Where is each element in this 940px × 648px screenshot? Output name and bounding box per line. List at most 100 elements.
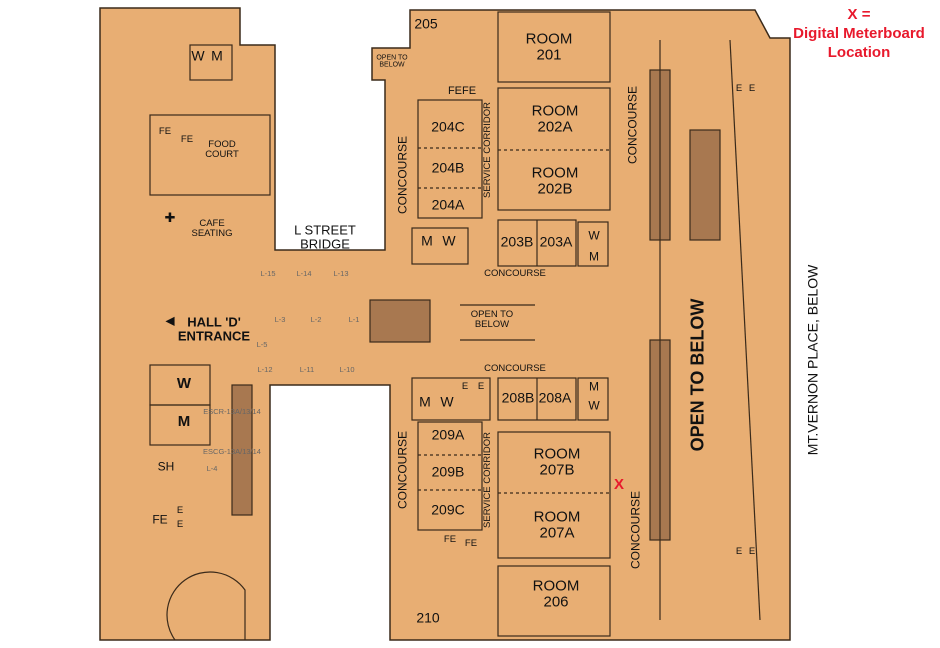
elevator: E	[477, 381, 485, 393]
elevator: E	[176, 519, 184, 531]
room-label: ROOM	[533, 445, 581, 463]
room-209a[interactable]: 209A	[431, 426, 465, 443]
legend-subtitle: Location	[827, 43, 891, 61]
label-line: COURT	[205, 149, 239, 160]
label-line: ENTRANCE	[177, 328, 251, 343]
meterboard-location-marker[interactable]: X	[613, 476, 625, 494]
womens-restroom[interactable]: W	[191, 47, 205, 64]
fire-extinguisher: FE	[158, 126, 172, 138]
lighting-l12: L-12	[257, 365, 273, 375]
lighting-l13: L-13	[333, 269, 349, 279]
label-line: HALL 'D'	[187, 314, 241, 330]
lighting-l5: L-5	[256, 340, 268, 350]
hall-d-entrance[interactable]: HALL 'D'ENTRANCE	[178, 315, 250, 342]
walls	[149, 11, 761, 641]
lighting-l4: L-4	[206, 464, 218, 474]
room-204c[interactable]: 204C	[431, 118, 465, 135]
label-line: FOOD	[208, 139, 236, 151]
service-corridor-south: SERVICE CORRIDOR	[482, 432, 494, 528]
room-210[interactable]: 210	[416, 609, 440, 626]
concourse-west-south: CONCOURSE	[395, 430, 410, 510]
lighting-l10: L-10	[339, 365, 355, 375]
floor-area	[99, 7, 791, 641]
room-209b[interactable]: 209B	[431, 463, 465, 480]
womens-restroom[interactable]: W	[442, 232, 456, 249]
elevator: E	[735, 546, 743, 558]
concourse-east-north: CONCOURSE	[625, 85, 640, 165]
elevator: E	[748, 83, 756, 95]
label-line: SEATING	[191, 228, 233, 239]
elevator: E	[176, 505, 184, 517]
fire-extinguisher: FE	[443, 534, 457, 546]
label-line: BELOW	[474, 319, 510, 330]
room-203b[interactable]: 203B	[500, 233, 534, 250]
elevator: E	[748, 546, 756, 558]
lighting-l14: L-14	[296, 269, 312, 279]
room-label: ROOM	[532, 577, 580, 595]
lighting-l1: L-1	[348, 315, 360, 325]
womens-restroom[interactable]: W	[176, 375, 192, 393]
concourse-south: CONCOURSE	[484, 363, 546, 375]
elevator: E	[735, 83, 743, 95]
lighting-l2: L-2	[310, 315, 322, 325]
concourse-west-north: CONCOURSE	[395, 135, 410, 215]
room-number: 207A	[539, 524, 575, 541]
label-line: OPEN TO	[376, 54, 408, 62]
label-line: CAFE	[199, 218, 225, 230]
first-aid-icon: ✚	[164, 210, 176, 226]
room-number: 202A	[537, 118, 573, 135]
label-line: L STREET	[294, 222, 356, 238]
legend-title: Digital Meterboard	[793, 24, 925, 42]
mt-vernon-place-label: MT.VERNON PLACE, BELOW	[804, 264, 821, 456]
lighting-l11: L-11	[299, 365, 315, 375]
mens-restroom[interactable]: M	[589, 249, 599, 264]
escalator-label-escg: ESCG-13A/13/14	[203, 447, 261, 457]
room-204b[interactable]: 204B	[431, 159, 465, 176]
legend: X = Digital Meterboard Location	[780, 6, 938, 62]
room-209c[interactable]: 209C	[431, 501, 465, 518]
escalator-label-escr: ESCR-13A/13/14	[203, 407, 261, 417]
room-208b[interactable]: 208B	[501, 389, 535, 406]
fire-extinguisher: FE	[464, 538, 478, 550]
mens-restroom[interactable]: M	[177, 413, 191, 431]
fire-extinguisher: FE	[180, 134, 194, 146]
womens-restroom[interactable]: W	[588, 228, 600, 243]
elevator: E	[461, 381, 469, 393]
room-number: 206	[543, 593, 569, 610]
service-corridor-north: SERVICE CORRIDOR	[482, 102, 494, 198]
room-203a[interactable]: 203A	[539, 233, 573, 250]
room-208a[interactable]: 208A	[538, 389, 572, 406]
room-number: 207B	[539, 461, 575, 478]
room-label: ROOM	[531, 102, 579, 120]
label-line: BELOW	[379, 62, 405, 69]
mens-restroom[interactable]: M	[421, 232, 433, 249]
room-label: ROOM	[525, 30, 573, 48]
room-205[interactable]: 205	[414, 15, 438, 32]
open-to-below-atrium: OPEN TO BELOW	[687, 298, 708, 452]
womens-restroom[interactable]: W	[588, 398, 600, 413]
label-line: OPEN TO	[470, 309, 514, 321]
label-line: BRIDGE	[300, 236, 350, 251]
lighting-l3: L-3	[274, 315, 286, 325]
concourse-north: CONCOURSE	[484, 268, 546, 280]
room-label: ROOM	[531, 164, 579, 182]
mens-restroom[interactable]: M	[589, 379, 599, 394]
mens-restroom[interactable]: M	[419, 393, 431, 410]
womens-restroom[interactable]: W	[440, 393, 454, 410]
fire-extinguisher: FE	[152, 512, 168, 527]
mens-restroom[interactable]: M	[211, 47, 223, 64]
room-204a[interactable]: 204A	[431, 196, 465, 213]
room-label: ROOM	[533, 508, 581, 526]
